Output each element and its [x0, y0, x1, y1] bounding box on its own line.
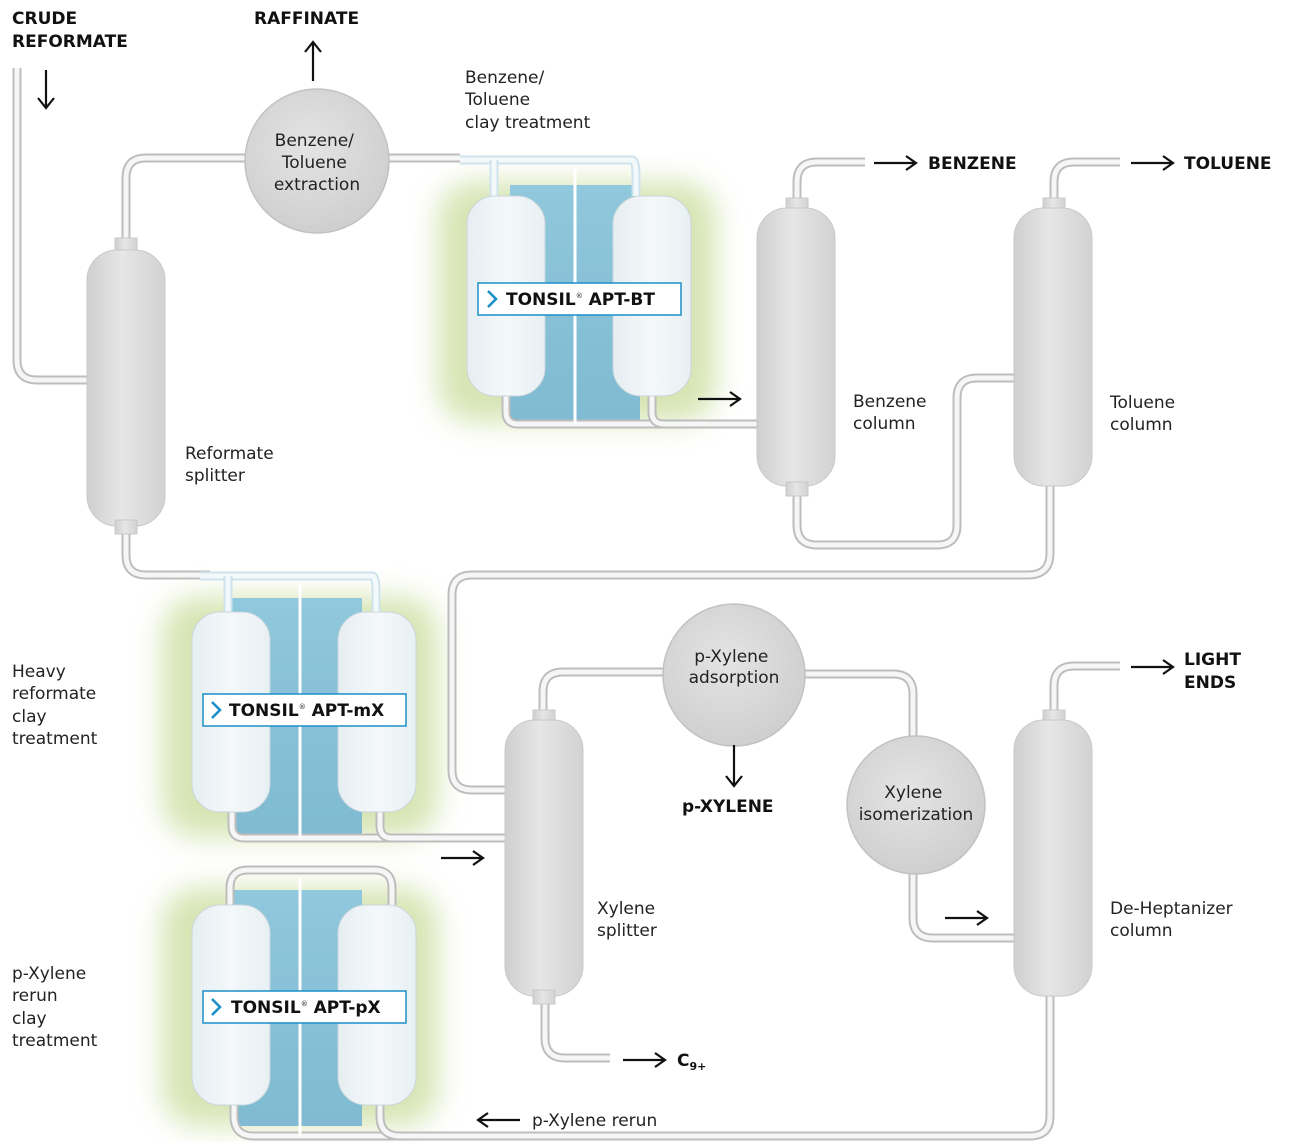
badge-brand: TONSIL — [506, 290, 576, 310]
arrow-right-icon — [1131, 659, 1175, 675]
arrow-right-icon — [623, 1052, 667, 1068]
arrow-down-icon — [725, 745, 743, 788]
xylene-isomerization-label: Xylene isomerization — [859, 783, 974, 825]
svg-text:TONSIL® APT-mX: TONSIL® APT-mX — [229, 701, 384, 721]
reformate-splitter-vessel — [86, 237, 166, 535]
p-xylene-rerun-label: p-Xylene rerun — [532, 1111, 657, 1131]
badge-grade: APT-mX — [306, 701, 385, 721]
heavy-reformate-clay-label: Heavy reformate clay treatment — [12, 662, 102, 749]
xylene-splitter-vessel — [504, 709, 584, 1005]
light-ends-label: LIGHT ENDS — [1184, 650, 1247, 693]
px-rerun-clay-label: p-Xylene rerun clay treatment — [12, 964, 98, 1051]
toluene-column-label: Toluene column — [1109, 393, 1181, 435]
arrow-right-icon — [441, 850, 485, 866]
arrow-down-icon — [37, 70, 55, 110]
chevron-right-icon — [487, 290, 498, 308]
bt-extraction-unit — [244, 88, 390, 234]
svg-text:TONSIL® APT-BT: TONSIL® APT-BT — [506, 290, 655, 310]
px-adsorption-label: p-Xylene adsorption — [689, 647, 780, 688]
deheptanizer-label: De-Heptanizer column — [1110, 899, 1238, 941]
bt-extraction-label: Benzene/ Toluene extraction — [274, 131, 360, 195]
flow-arrows — [37, 40, 1175, 1128]
svg-text:TONSIL® APT-pX: TONSIL® APT-pX — [231, 998, 381, 1018]
badge-apt-bt: TONSIL® APT-BT — [477, 282, 682, 316]
benzene-column-vessel — [756, 197, 836, 497]
badge-reg-mark: ® — [301, 1000, 308, 1008]
badge-reg-mark: ® — [299, 703, 306, 711]
arrow-up-icon — [304, 40, 322, 81]
benzene-product-label: BENZENE — [928, 154, 1017, 174]
arrow-right-icon — [874, 155, 918, 171]
arrow-right-icon — [945, 910, 989, 926]
toluene-product-label: TOLUENE — [1184, 154, 1272, 174]
chevron-right-icon — [211, 701, 222, 719]
raffinate-label: RAFFINATE — [254, 9, 359, 29]
xylene-isomerization-unit — [846, 735, 986, 875]
badge-grade: APT-pX — [308, 998, 381, 1018]
badge-apt-px: TONSIL® APT-pX — [202, 990, 407, 1024]
arrow-left-icon — [476, 1112, 520, 1128]
arrow-right-icon — [698, 391, 742, 407]
bt-clay-treatment-label: Benzene/ Toluene clay treatment — [464, 68, 591, 133]
badge-brand: TONSIL — [231, 998, 301, 1018]
badge-reg-mark: ® — [576, 292, 583, 300]
arrow-right-icon — [1131, 155, 1175, 171]
p-xylene-product-label: p-XYLENE — [682, 797, 774, 817]
benzene-column-label: Benzene column — [853, 392, 932, 434]
toluene-column-vessel — [1013, 197, 1093, 487]
reformate-splitter-label: Reformate splitter — [185, 444, 279, 486]
badge-brand: TONSIL — [229, 701, 299, 721]
c9-plus-label: C9+ — [677, 1051, 706, 1073]
badge-apt-mx: TONSIL® APT-mX — [202, 693, 407, 727]
deheptanizer-vessel — [1013, 709, 1093, 997]
xylene-splitter-label: Xylene splitter — [597, 899, 661, 941]
chevron-right-icon — [211, 998, 222, 1016]
piping — [12, 68, 1120, 1141]
crude-reformate-label: CRUDE REFORMATE — [12, 9, 128, 52]
badge-grade: APT-BT — [583, 290, 656, 310]
